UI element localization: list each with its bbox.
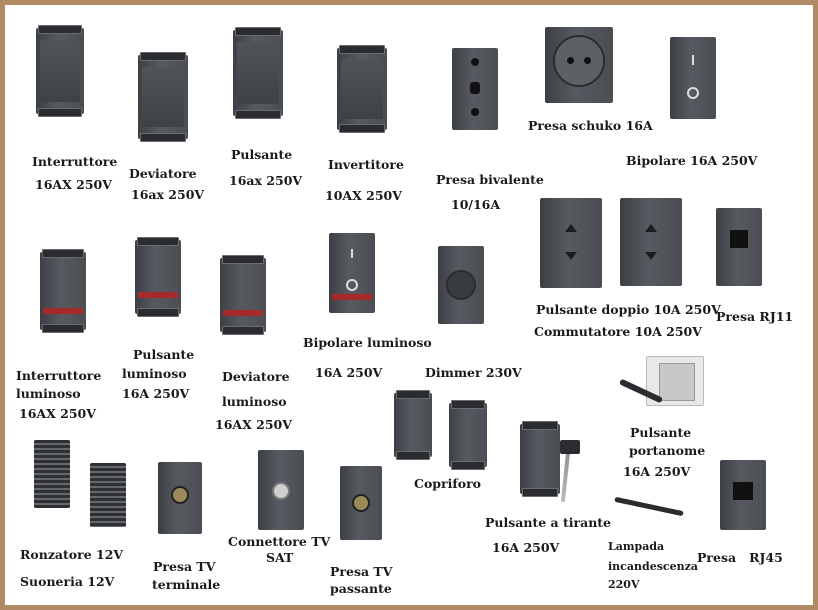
pulsante-doppio-device-1: [540, 198, 602, 288]
presa-tv-passante-label-2: passante: [330, 581, 392, 596]
presa-rj11-label: Presa RJ11: [716, 309, 794, 324]
lampada-label-3: 220V: [608, 578, 640, 591]
ronzatore-label: Ronzatore 12V: [20, 547, 124, 562]
pulsante-doppio-label: Pulsante doppio 10A 250V: [536, 302, 721, 317]
pulsante-luminoso-label-1: Pulsante: [133, 347, 195, 362]
pulsante-tirante-label: Pulsante a tirante: [485, 515, 612, 530]
tirante-handle-icon: [560, 440, 580, 454]
bipolare-luminoso-label: Bipolare luminoso: [303, 335, 432, 350]
presa-schuko-device: [545, 27, 613, 103]
presa-bivalente-label: Presa bivalente: [436, 172, 544, 187]
pulsante-doppio-device-2: [620, 198, 682, 286]
presa-tv-passante-device: [340, 466, 382, 540]
presa-bivalente-device: [452, 48, 498, 130]
suoneria-device: [90, 463, 126, 527]
presa-rj11-device: [716, 208, 762, 286]
bipolare-device: [670, 37, 716, 119]
presa-tv-terminale-label-1: Presa TV: [153, 559, 216, 574]
bipolare-luminoso-rating: 16A 250V: [315, 365, 383, 380]
pulsante-rating: 16ax 250V: [229, 173, 303, 188]
deviatore-luminoso-label-2: luminoso: [222, 394, 287, 409]
pulsante-luminoso-device: [135, 237, 181, 317]
presa-schuko-label: Presa schuko 16A: [528, 118, 653, 133]
presa-tv-passante-label-1: Presa TV: [330, 564, 393, 579]
deviatore-luminoso-device: [220, 255, 266, 335]
pulsante-tirante-rating: 16A 250V: [492, 540, 560, 555]
bipolare-luminoso-device: [329, 233, 375, 313]
deviatore-luminoso-rating: 16AX 250V: [215, 417, 292, 432]
presa-rj45-label: Presa RJ45: [697, 550, 783, 565]
connettore-tv-sat-device: [258, 450, 304, 530]
deviatore-device: [138, 52, 188, 142]
pulsante-luminoso-rating: 16A 250V: [122, 386, 190, 401]
interruttore-device: [36, 25, 84, 117]
deviatore-rating: 16ax 250V: [131, 187, 205, 202]
presa-tv-terminale-device: [158, 462, 202, 534]
presa-bivalente-rating: 10/16A: [451, 197, 501, 212]
copriforo-device-1: [394, 390, 432, 460]
commutatore-label: Commutatore 10A 250V: [534, 324, 702, 339]
interruttore-label: Interruttore: [32, 154, 118, 169]
pulsante-portanome-label-2: portanome: [629, 443, 706, 458]
interruttore-luminoso-label-1: Interruttore: [16, 368, 102, 383]
pulsante-device: [233, 27, 283, 119]
pulsante-luminoso-label-2: luminoso: [122, 366, 187, 381]
presa-rj45-device: [720, 460, 766, 530]
invertitore-rating: 10AX 250V: [325, 188, 402, 203]
pulsante-portanome-label-1: Pulsante: [630, 425, 692, 440]
ronzatore-device: [34, 440, 70, 508]
copriforo-label: Copriforo: [414, 476, 481, 491]
copriforo-device-2: [449, 400, 487, 470]
connettore-tv-label-1: Connettore TV: [228, 534, 331, 549]
dimmer-label: Dimmer 230V: [425, 365, 522, 380]
dimmer-device: [438, 246, 484, 324]
invertitore-device: [337, 45, 387, 133]
invertitore-label: Invertitore: [328, 157, 404, 172]
interruttore-luminoso-device: [40, 249, 86, 333]
pulsante-portanome-rating: 16A 250V: [623, 464, 691, 479]
bipolare-label: Bipolare 16A 250V: [626, 153, 758, 168]
interruttore-luminoso-rating: 16AX 250V: [19, 406, 96, 421]
lampada-label-1: Lampada: [608, 540, 665, 553]
interruttore-rating: 16AX 250V: [35, 177, 112, 192]
connettore-tv-label-2: SAT: [266, 550, 294, 565]
deviatore-label: Deviatore: [129, 166, 197, 181]
interruttore-luminoso-label-2: luminoso: [16, 386, 81, 401]
pulsante-label: Pulsante: [231, 147, 293, 162]
suoneria-label: Suoneria 12V: [20, 574, 115, 589]
deviatore-luminoso-label-1: Deviatore: [222, 369, 290, 384]
pulsante-tirante-device: [520, 421, 560, 497]
presa-tv-terminale-label-2: terminale: [152, 577, 221, 592]
lampada-label-2: incandescenza: [608, 560, 698, 573]
